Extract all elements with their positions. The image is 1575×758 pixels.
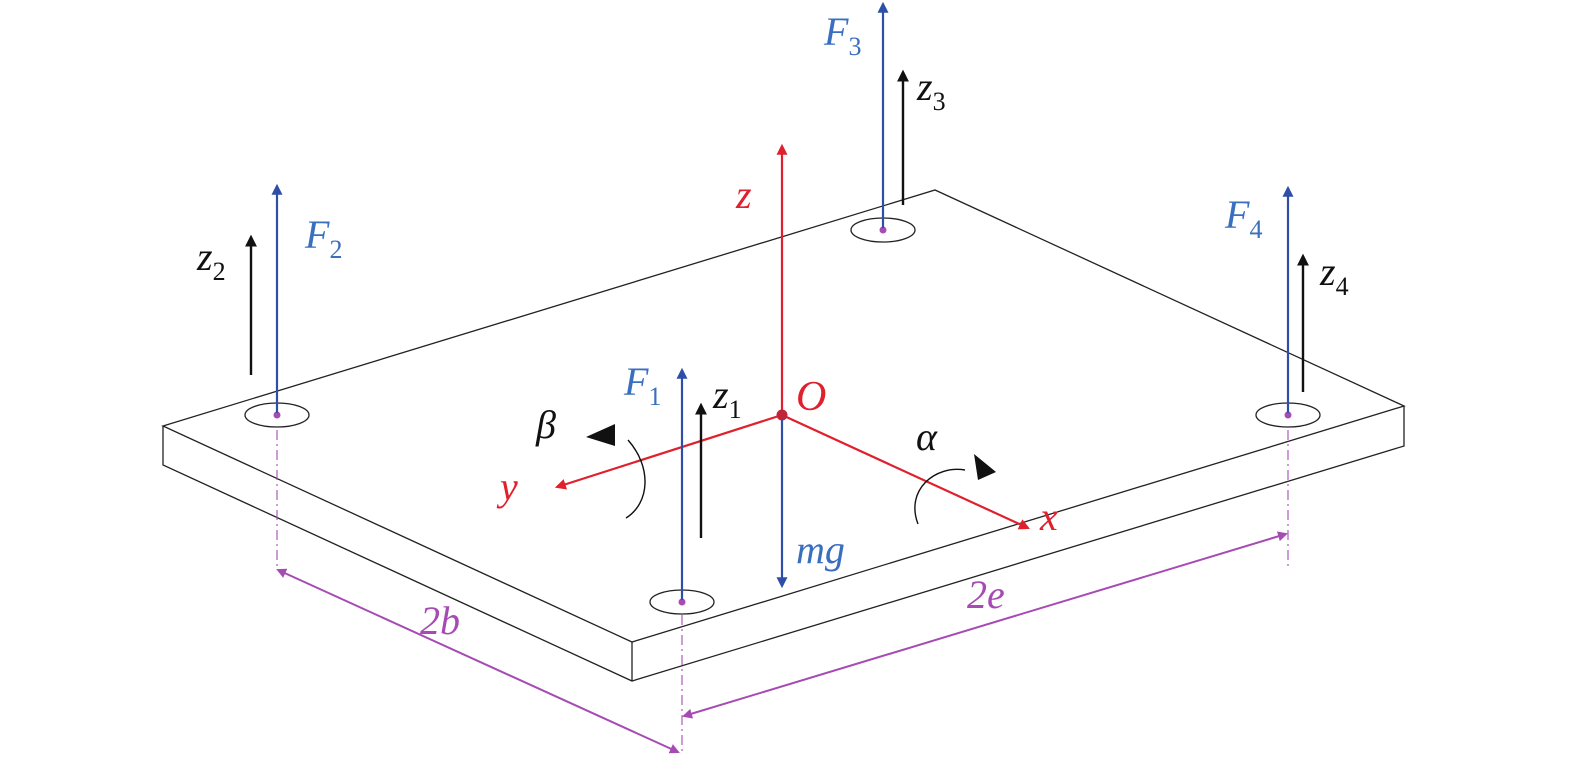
origin-label: O bbox=[796, 374, 826, 420]
displacement-label-2: z2 bbox=[196, 234, 226, 286]
force-label-2: F2 bbox=[304, 212, 342, 264]
force-label-3: F3 bbox=[823, 9, 861, 61]
plate-front-edge bbox=[162, 406, 1405, 682]
extension-lines bbox=[276, 430, 1289, 752]
z-axis-label: z bbox=[735, 172, 752, 217]
y-axis-label: y bbox=[496, 464, 518, 509]
hole-center-2 bbox=[273, 411, 281, 419]
displacement-label-1: z1 bbox=[712, 372, 742, 424]
x-axis-label: x bbox=[1039, 494, 1058, 539]
gravity-label: mg bbox=[796, 527, 845, 572]
alpha-label: α bbox=[916, 414, 938, 459]
origin-point bbox=[776, 409, 788, 421]
rotation-arrow-beta bbox=[586, 424, 646, 519]
dimension-2e-label: 2e bbox=[967, 572, 1005, 617]
x-axis-arrow bbox=[781, 414, 1030, 530]
hole-center-4 bbox=[1284, 411, 1292, 419]
y-axis-arrow bbox=[554, 413, 783, 490]
dimension-2e-line bbox=[682, 531, 1288, 719]
beta-label: β bbox=[535, 402, 556, 447]
force-label-4: F4 bbox=[1224, 192, 1262, 244]
rotation-arrow-alpha bbox=[914, 454, 996, 525]
dimension-2b-label: 2b bbox=[420, 598, 460, 643]
hole-center-3 bbox=[879, 226, 887, 234]
displacement-label-3: z3 bbox=[916, 64, 946, 116]
force-label-1: F1 bbox=[623, 359, 661, 411]
displacement-label-4: z4 bbox=[1319, 249, 1349, 301]
dimension-2b-line bbox=[276, 568, 680, 754]
plate bbox=[161, 189, 1406, 682]
